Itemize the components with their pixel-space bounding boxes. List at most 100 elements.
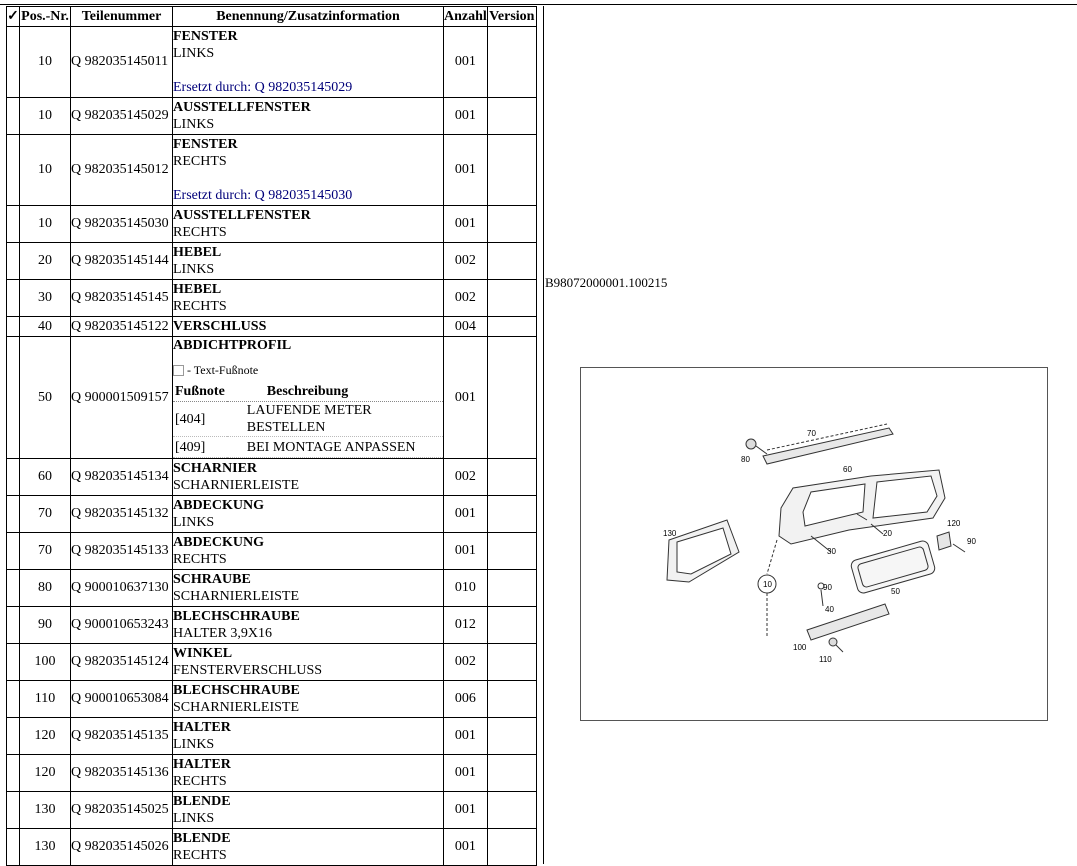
part-name: SCHRAUBE	[173, 572, 251, 587]
row-pos: 30	[19, 279, 71, 317]
row-select-cell[interactable]	[6, 828, 20, 866]
row-version	[486, 97, 537, 135]
row-select-cell[interactable]	[6, 569, 20, 607]
select-all-check-header[interactable]: ✓	[6, 6, 20, 27]
row-description: VERSCHLUSS	[172, 316, 444, 337]
part-subtitle: HALTER 3,9X16	[173, 626, 273, 641]
row-part-number[interactable]: Q 982035145025	[70, 791, 173, 829]
row-select-cell[interactable]	[6, 134, 20, 206]
exploded-view-drawing[interactable]: 70 80 60 130 20 30 120 90 10 90 40 50 10…	[580, 367, 1048, 721]
row-part-number[interactable]: Q 982035145134	[70, 458, 173, 496]
replacement-note[interactable]: Ersetzt durch: Q 982035145030	[173, 188, 353, 203]
row-part-number[interactable]: Q 982035145133	[70, 532, 173, 570]
callout-50: 50	[891, 587, 900, 596]
row-part-number[interactable]: Q 982035145135	[70, 717, 173, 755]
row-select-cell[interactable]	[6, 205, 20, 243]
part-subtitle: LINKS	[173, 737, 215, 752]
footnote-header-code: Fußnote	[173, 381, 227, 402]
row-part-number[interactable]: Q 900010653243	[70, 606, 173, 644]
row-part-number[interactable]: Q 900010637130	[70, 569, 173, 607]
row-part-number[interactable]: Q 982035145029	[70, 97, 173, 135]
row-part-number[interactable]: Q 900001509157	[70, 336, 173, 459]
row-select-cell[interactable]	[6, 717, 20, 755]
row-part-number[interactable]: Q 982035145136	[70, 754, 173, 792]
row-select-cell[interactable]	[6, 495, 20, 533]
part-subtitle: LINKS	[173, 46, 215, 61]
row-part-number[interactable]: Q 982035145145	[70, 279, 173, 317]
callout-90-right: 90	[967, 537, 976, 546]
row-version	[486, 242, 537, 280]
row-select-cell[interactable]	[6, 606, 20, 644]
footnote-row: [409]BEI MONTAGE ANPASSEN	[173, 436, 443, 458]
part-name: ABDICHTPROFIL	[173, 338, 292, 353]
row-version	[486, 336, 537, 459]
replacement-note[interactable]: Ersetzt durch: Q 982035145029	[173, 80, 353, 95]
row-version	[486, 279, 537, 317]
row-part-number[interactable]: Q 982035145132	[70, 495, 173, 533]
row-part-number[interactable]: Q 900010653084	[70, 680, 173, 718]
row-select-cell[interactable]	[6, 532, 20, 570]
part-name: ABDECKUNG	[173, 535, 265, 550]
row-select-cell[interactable]	[6, 316, 20, 337]
row-select-cell[interactable]	[6, 336, 20, 459]
row-select-cell[interactable]	[6, 26, 20, 98]
row-quantity: 001	[443, 26, 488, 98]
row-part-number[interactable]: Q 982035145030	[70, 205, 173, 243]
row-part-number[interactable]: Q 982035145122	[70, 316, 173, 337]
row-pos: 100	[19, 643, 71, 681]
row-select-cell[interactable]	[6, 643, 20, 681]
part-subtitle: FENSTERVERSCHLUSS	[173, 663, 323, 678]
part-name: BLECHSCHRAUBE	[173, 609, 300, 624]
footnote-toggle[interactable]: - Text-Fußnote	[173, 362, 443, 379]
footnote-code: [409]	[173, 436, 227, 458]
row-quantity: 012	[443, 606, 488, 644]
row-select-cell[interactable]	[6, 754, 20, 792]
row-part-number[interactable]: Q 982035145012	[70, 134, 173, 206]
row-select-cell[interactable]	[6, 242, 20, 280]
row-select-cell[interactable]	[6, 279, 20, 317]
row-quantity: 001	[443, 336, 488, 459]
drawing-reference: B98072000001.100215	[545, 275, 668, 290]
row-part-number[interactable]: Q 982035145124	[70, 643, 173, 681]
callout-120: 120	[947, 519, 961, 528]
callout-10: 10	[763, 580, 772, 589]
row-description: BLECHSCHRAUBE HALTER 3,9X16	[172, 606, 444, 644]
row-version	[486, 717, 537, 755]
footnote-row: [404]LAUFENDE METER BESTELLEN	[173, 401, 443, 437]
row-part-number[interactable]: Q 982035145144	[70, 242, 173, 280]
row-part-number[interactable]: Q 982035145026	[70, 828, 173, 866]
row-select-cell[interactable]	[6, 791, 20, 829]
row-version	[486, 606, 537, 644]
row-part-number[interactable]: Q 982035145011	[70, 26, 173, 98]
row-select-cell[interactable]	[6, 680, 20, 718]
row-quantity: 001	[443, 134, 488, 206]
row-select-cell[interactable]	[6, 458, 20, 496]
row-select-cell[interactable]	[6, 97, 20, 135]
checkbox-icon[interactable]	[173, 365, 184, 376]
